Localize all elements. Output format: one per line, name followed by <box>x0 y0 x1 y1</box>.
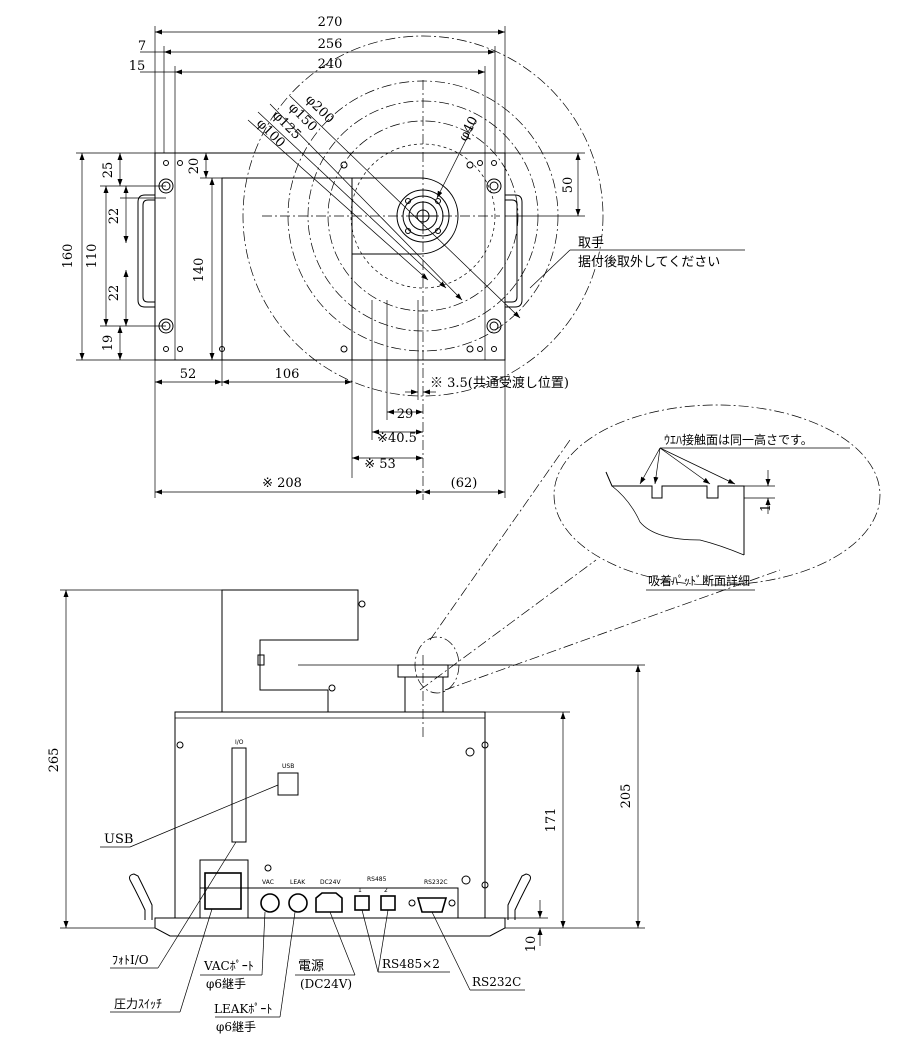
dim-22-upper: 22 <box>107 208 122 225</box>
dim-270: 270 <box>318 15 343 30</box>
handle-note-line1: 取手 <box>578 236 604 251</box>
base-plate-outline <box>154 152 506 361</box>
io-connector <box>231 747 247 843</box>
usb-port <box>277 772 299 796</box>
handle-left <box>137 194 155 308</box>
dim-53: ※ 53 <box>364 457 396 472</box>
dim-205: 205 <box>619 784 634 809</box>
callout-pressure-switch: 圧力ｽｲｯﾁ <box>114 997 162 1011</box>
panel-label-io: I/O <box>235 739 244 746</box>
dc24v-connector <box>315 892 343 913</box>
dim-62: (62) <box>451 476 478 491</box>
panel-label-rs2: 2 <box>384 887 388 894</box>
dim-25: 25 <box>101 162 116 179</box>
callout-rs232c: RS232C <box>472 975 521 989</box>
diameter-leaders <box>247 95 521 319</box>
dim-22-lower: 22 <box>107 285 122 302</box>
panel-label-leak: LEAK <box>290 879 306 886</box>
detail-note: ｳｴﾊ接触面は同一高さです。 <box>664 432 813 447</box>
leak-port <box>288 893 308 913</box>
vac-port <box>260 893 280 913</box>
panel-label-rs1: 1 <box>358 887 362 894</box>
detail-dim-1: 1 <box>759 504 774 512</box>
callout-power-line1: 電源 <box>298 959 324 974</box>
dim-140: 140 <box>192 258 207 283</box>
dim-208: ※ 208 <box>262 476 302 491</box>
callout-photo-io: ﾌｫﾄI/O <box>112 953 149 967</box>
dim-10: 10 <box>524 936 539 953</box>
rs485-port-1 <box>354 895 370 911</box>
dim-171: 171 <box>544 808 559 833</box>
detail-ellipse <box>553 404 881 586</box>
panel-label-dc24v: DC24V <box>320 879 341 886</box>
phi-40: φ40 <box>456 114 481 144</box>
handle-right <box>505 194 523 308</box>
dim-256: 256 <box>318 37 343 52</box>
upper-arm <box>221 589 359 713</box>
callout-rs485: RS485×2 <box>382 957 440 971</box>
main-body <box>174 711 486 919</box>
callout-vac-line2: φ6継手 <box>206 976 246 991</box>
vacuum-pad-top <box>396 189 450 243</box>
callout-leak-line1: LEAKﾎﾟｰﾄ <box>214 1002 272 1016</box>
housing-outline <box>221 177 353 361</box>
panel-label-rs232c: RS232C <box>424 879 448 886</box>
dim-7: 7 <box>138 39 146 54</box>
callout-vac-line1: VACﾎﾟｰﾄ <box>203 959 254 973</box>
panel-label-vac: VAC <box>262 879 274 886</box>
dim-160: 160 <box>61 244 76 269</box>
callout-leak-line2: φ6継手 <box>216 1019 256 1034</box>
dim-240: 240 <box>318 57 343 72</box>
dim-265: 265 <box>47 748 62 773</box>
callout-usb: USB <box>104 832 133 847</box>
pressure-switch <box>204 872 242 910</box>
dim-3-5: ※ 3.5(共通受渡し位置) <box>430 375 569 391</box>
dim-29: 29 <box>397 407 414 422</box>
dim-52: 52 <box>180 367 197 382</box>
dim-50: 50 <box>561 177 576 194</box>
panel-label-rs485: RS485 <box>367 876 387 883</box>
detail-title: 吸着ﾊﾟｯﾄﾞ断面詳細 <box>648 573 750 588</box>
dim-106: 106 <box>275 367 300 382</box>
handle-note-line2: 据付後取外してください <box>578 255 720 270</box>
slot-outline <box>352 177 459 255</box>
dim-19: 19 <box>101 335 116 352</box>
suction-pad-detail: 1 ｳｴﾊ接触面は同一高さです。 吸着ﾊﾟｯﾄﾞ断面詳細 <box>419 404 881 691</box>
dim-110: 110 <box>85 244 100 269</box>
front-view: I/O USB VAC LEAK DC24V RS485 1 2 RS232C … <box>47 589 645 1034</box>
callout-power-line2: (DC24V) <box>300 977 352 991</box>
panel-label-usb: USB <box>282 763 294 770</box>
dim-15: 15 <box>129 59 146 74</box>
rs232c-connector <box>416 897 448 913</box>
screws-top <box>158 160 502 353</box>
dim-20: 20 <box>187 158 202 175</box>
top-view: 270 256 240 7 15 160 110 25 22 22 19 20 … <box>61 15 745 500</box>
rs485-port-2 <box>380 895 396 911</box>
dim-40-5: ※40.5 <box>377 431 417 446</box>
